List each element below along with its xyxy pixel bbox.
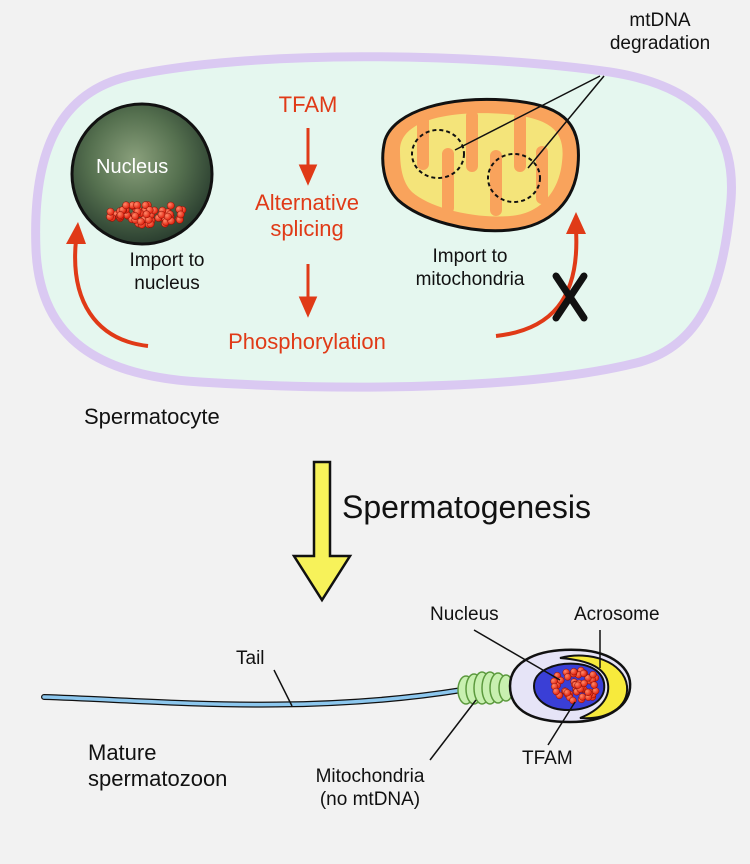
sperm-tail <box>41 687 465 708</box>
pathway-step-phosphorylation: Phosphorylation <box>228 329 386 354</box>
import-mitochondria-label: Import to mitochondria <box>415 246 525 290</box>
mitochondrion <box>381 75 605 233</box>
sperm-mitochondria-label: Mitochondria (no mtDNA) <box>315 766 425 810</box>
nucleus-tfam-dots <box>106 201 187 229</box>
mtdna-degradation-label: mtDNA degradation <box>609 10 711 54</box>
spermatocyte-label: Spermatocyte <box>84 404 220 429</box>
pathway-step-splicing: Alternative splicing <box>255 190 359 242</box>
sperm-tfam-dots <box>550 666 600 705</box>
import-nucleus-arrow <box>73 239 149 348</box>
tfam-label: TFAM <box>522 748 573 769</box>
blocked-x-icon <box>552 272 588 322</box>
tail-label: Tail <box>236 648 265 669</box>
import-nucleus-label: Import to nucleus <box>129 250 205 294</box>
pathway-arrows <box>298 128 318 318</box>
leader-lines <box>273 629 601 761</box>
nucleus-label: Nucleus <box>96 156 169 178</box>
nucleus <box>70 102 214 246</box>
mature-spermatozoon-label: Mature spermatozoon <box>88 740 228 792</box>
import-mitochondria-arrow <box>495 229 579 338</box>
sperm-nucleus-label: Nucleus <box>430 604 499 625</box>
spermatogenesis-label: Spermatogenesis <box>342 489 592 525</box>
spermatogenesis-arrow <box>291 460 353 603</box>
sperm-mitochondria-coils <box>457 671 514 705</box>
pathway-step-tfam: TFAM <box>278 92 338 117</box>
acrosome-label: Acrosome <box>574 604 660 625</box>
